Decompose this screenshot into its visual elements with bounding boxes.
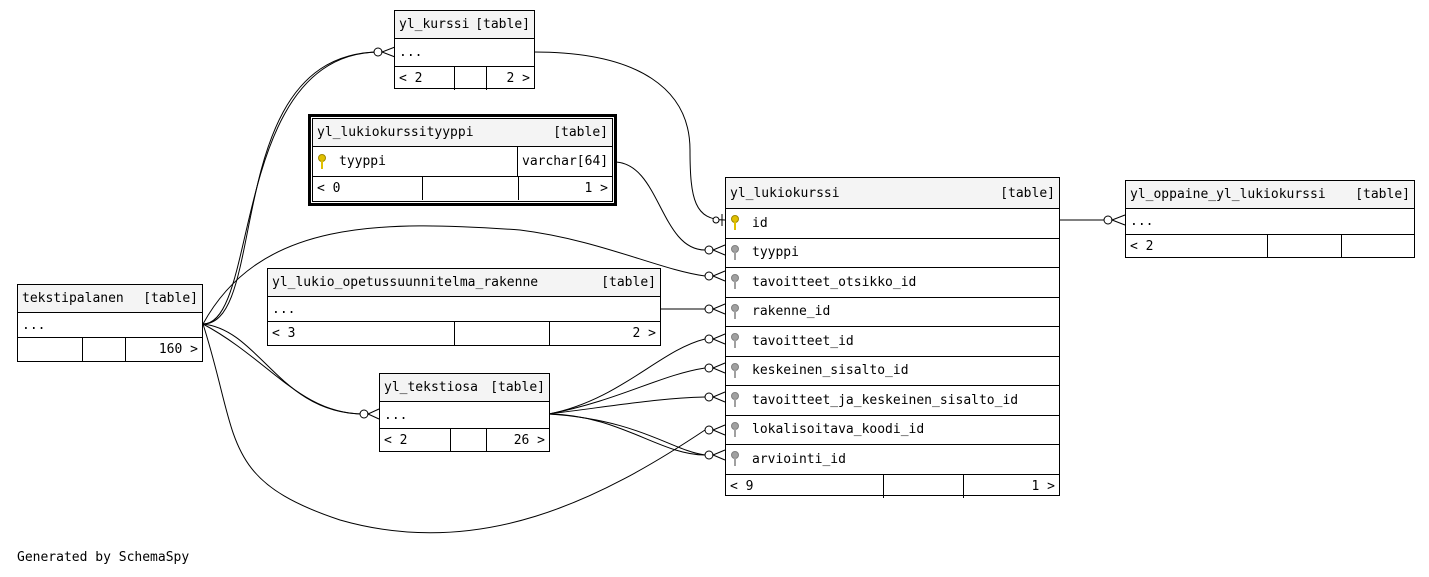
edge-teksti-lokal (202, 323, 706, 534)
table-name: tekstipalanen (22, 291, 124, 306)
edge-teksti-kurssi-2 (202, 51, 381, 325)
table-yl-lukiokurssityyppi[interactable]: yl_lukiokurssityyppi [table] tyyppi varch… (308, 114, 617, 206)
parent-count: < 2 (1126, 235, 1268, 258)
column-name: tyyppi (339, 154, 386, 169)
table-tag: [table] (1000, 185, 1055, 201)
table-row: ... (1126, 209, 1414, 235)
column-row-keskeinen-sisalto-id: keskeinen_sisalto_id (726, 357, 1059, 386)
table-name: yl_oppaine_yl_lukiokurssi (1130, 187, 1326, 202)
table-header: yl_oppaine_yl_lukiokurssi [table] (1126, 181, 1414, 209)
table-yl-kurssi[interactable]: yl_kurssi [table] ... < 2 2 > (394, 10, 535, 90)
foreign-key-icon (730, 392, 748, 408)
table-name: yl_lukiokurssityyppi (317, 125, 474, 140)
child-count: 1 > (1031, 478, 1055, 494)
table-row: ... (395, 39, 534, 67)
table-header: yl_kurssi [table] (395, 11, 534, 39)
edge-osa-arviointi (548, 413, 706, 456)
table-name: yl_lukio_opetussuunnitelma_rakenne (272, 275, 539, 290)
foreign-key-icon (730, 244, 748, 261)
primary-key-icon (730, 215, 748, 231)
table-tag: [table] (490, 380, 545, 395)
column-name: id (752, 215, 768, 231)
column-row-arviointi-id: arviointi_id (726, 445, 1059, 475)
table-tag: [table] (601, 275, 656, 290)
column-name: lokalisoitava_koodi_id (752, 422, 925, 438)
table-name: yl_kurssi (399, 17, 470, 32)
row-ellipsis: ... (22, 317, 46, 333)
foreign-key-icon (730, 274, 748, 290)
table-header: yl_lukiokurssi [table] (726, 178, 1059, 209)
table-yl-tekstiosa[interactable]: yl_tekstiosa [table] ... < 2 26 > (379, 373, 550, 452)
foreign-key-icon (730, 421, 748, 438)
edge-osa-keskeinen (548, 367, 706, 415)
edge-osa-arviointi-2 (548, 413, 706, 456)
table-tag: [table] (143, 291, 198, 306)
row-ellipsis: ... (272, 301, 296, 317)
generated-by-credit: Generated by SchemaSpy (17, 550, 190, 565)
foreign-key-icon (730, 333, 748, 349)
foreign-key-icon (730, 362, 748, 379)
edge-osa-tavoitteet (548, 338, 706, 415)
row-ellipsis: ... (1130, 214, 1154, 229)
edge-kurssi-id (533, 51, 726, 221)
foreign-key-icon (730, 303, 748, 320)
parent-count: < 0 (313, 177, 423, 200)
column-type: varchar[64] (517, 147, 612, 176)
child-count: 1 > (584, 181, 608, 196)
table-row: tyyppi varchar[64] (313, 147, 612, 177)
column-name: tavoitteet_otsikko_id (752, 274, 917, 290)
column-name: keskeinen_sisalto_id (752, 363, 909, 379)
table-tekstipalanen[interactable]: tekstipalanen [table] ... 160 > (17, 284, 203, 362)
column-row-tavoitteet-ja-keskeinen-sisalto-id: tavoitteet_ja_keskeinen_sisalto_id (726, 386, 1059, 416)
table-yl-lukiokurssi[interactable]: yl_lukiokurssi [table] id tyyppi tavoitteet… (725, 177, 1060, 498)
table-name: yl_lukiokurssi (730, 185, 840, 201)
row-ellipsis: ... (384, 407, 408, 423)
column-name: tyyppi (752, 245, 799, 261)
edge-teksti-otsikko (202, 225, 706, 325)
child-count: 160 > (158, 342, 198, 357)
table-row: ... (268, 297, 660, 322)
table-header: tekstipalanen [table] (18, 285, 202, 313)
foreign-key-icon (730, 451, 748, 467)
child-count: 26 > (513, 433, 545, 448)
table-tag: [table] (1355, 187, 1410, 202)
table-header: yl_lukio_opetussuunnitelma_rakenne [table… (268, 269, 660, 297)
table-header: yl_tekstiosa [table] (380, 374, 549, 402)
parent-count: < 2 (380, 429, 451, 452)
column-name: tavoitteet_ja_keskeinen_sisalto_id (752, 392, 1019, 408)
column-name: rakenne_id (752, 304, 831, 320)
primary-key-icon (317, 153, 335, 170)
column-row-lokalisoitava-koodi-id: lokalisoitava_koodi_id (726, 416, 1059, 445)
child-count: 2 > (506, 71, 530, 86)
table-tag: [table] (553, 125, 608, 140)
row-ellipsis: ... (399, 45, 423, 60)
table-row: ... (380, 402, 549, 429)
column-row-tavoitteet-id: tavoitteet_id (726, 327, 1059, 357)
table-yl-oppaine-yl-lukiokurssi[interactable]: yl_oppaine_yl_lukiokurssi [table] ... < 2 (1125, 180, 1415, 258)
column-name: tavoitteet_id (752, 333, 854, 349)
table-name: yl_tekstiosa (384, 380, 478, 395)
edge-tyyppi (613, 161, 706, 251)
column-row-tavoitteet-otsikko-id: tavoitteet_otsikko_id (726, 268, 1059, 298)
parent-count: < 9 (726, 474, 884, 498)
table-row: ... (18, 313, 202, 338)
parent-count: < 2 (395, 67, 455, 90)
edge-teksti-osa-2 (202, 323, 365, 415)
table-header: yl_lukiokurssityyppi [table] (313, 119, 612, 147)
column-name: arviointi_id (752, 451, 846, 467)
table-tag: [table] (475, 17, 530, 32)
edge-osa-tavkesk (548, 396, 706, 415)
column-row-rakenne-id: rakenne_id (726, 298, 1059, 327)
table-yl-lukio-opetussuunnitelma-rakenne[interactable]: yl_lukio_opetussuunnitelma_rakenne [table… (267, 268, 661, 346)
child-count: 2 > (632, 326, 656, 341)
parent-count: < 3 (268, 322, 455, 345)
column-row-tyyppi: tyyppi (726, 239, 1059, 268)
column-row-id: id (726, 209, 1059, 239)
